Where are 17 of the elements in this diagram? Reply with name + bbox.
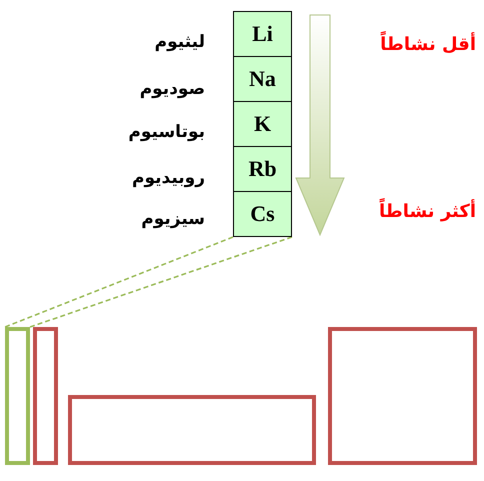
element-name: روبيديوم — [132, 168, 205, 188]
element-box: Na — [233, 56, 292, 102]
element-name: سيزيوم — [141, 209, 205, 229]
table-block — [68, 395, 316, 465]
group-column — [5, 327, 30, 465]
element-box: Li — [233, 11, 292, 57]
element-box: Cs — [233, 191, 292, 237]
element-box: K — [233, 101, 292, 147]
table-block — [33, 327, 58, 465]
element-name: ليثيوم — [154, 32, 205, 52]
block-arrow — [295, 14, 345, 236]
element-name: صوديوم — [140, 79, 205, 99]
table-block — [328, 327, 477, 465]
element-name: بوتاسيوم — [128, 122, 205, 142]
element-box: Rb — [233, 146, 292, 192]
dashed-line — [4, 236, 234, 328]
dashed-line — [30, 236, 292, 328]
